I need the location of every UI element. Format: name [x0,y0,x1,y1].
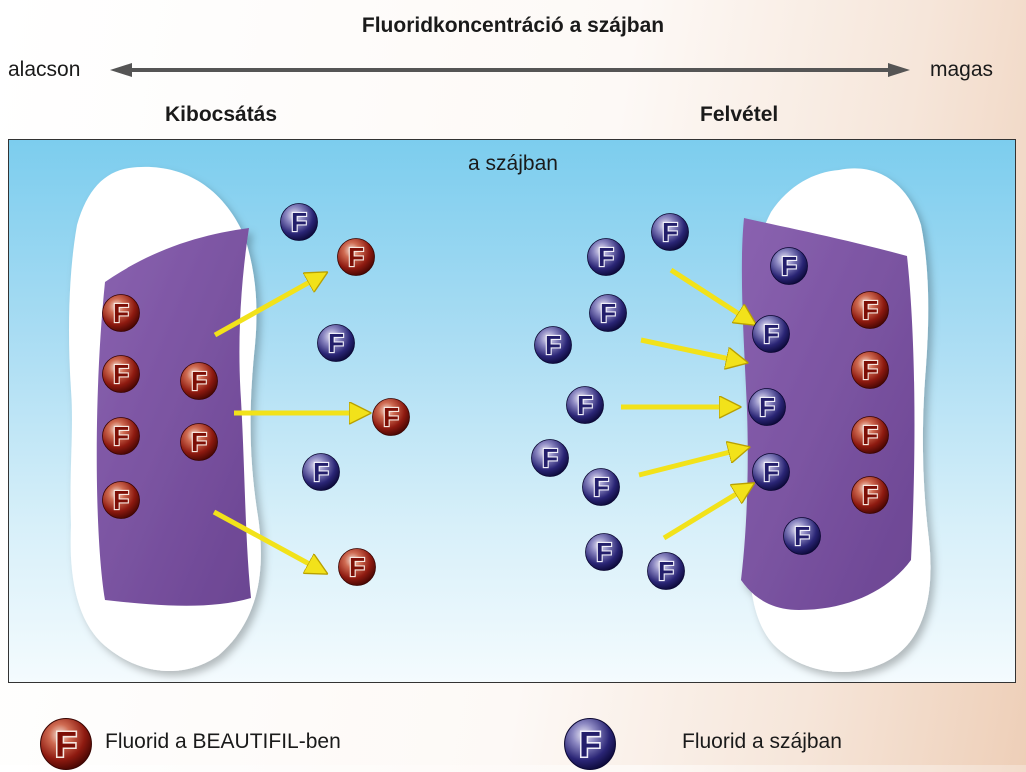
blue-fluoride-ion [590,295,627,332]
legend-blue-ion-icon: F [562,716,618,772]
uptake-arrow-1 [671,270,753,323]
svg-text:F: F [55,725,77,765]
uptake-arrows [621,270,753,538]
uptake-arrow-2 [641,340,744,362]
diagram-canvas: F F [9,140,1016,683]
red-fluoride-ion [852,417,889,454]
blue-fluoride-ion [535,327,572,364]
red-fluoride-ion [852,292,889,329]
scale-low-label: alacson [8,58,80,82]
blue-fluoride-ion [303,454,340,491]
diagram-title: Fluoridkoncentráció a szájban [0,14,1026,38]
blue-fluoride-ion [586,534,623,571]
red-fluoride-ion [852,477,889,514]
blue-fluoride-ion [318,325,355,362]
blue-fluoride-ion [583,469,620,506]
legend-red-label: Fluorid a BEAUTIFIL-ben [105,730,341,754]
uptake-arrow-4 [639,448,746,475]
red-fluoride-ion [181,424,218,461]
release-heading: Kibocsátás [165,103,277,127]
blue-fluoride-ion [753,454,790,491]
concentration-scale-arrow [110,62,910,78]
left-restoration [69,167,261,671]
blue-fluoride-ion [648,553,685,590]
blue-fluoride-ion [652,214,689,251]
left-filler-material [97,228,251,606]
red-fluoride-ion [181,363,218,400]
red-fluoride-ion [852,352,889,389]
blue-fluoride-ion [749,389,786,426]
red-fluoride-ion [339,549,376,586]
legend-blue-label: Fluorid a szájban [682,730,842,754]
red-fluoride-ion [103,356,140,393]
uptake-arrow-5 [664,485,751,538]
blue-fluoride-ion [771,248,808,285]
red-fluoride-ion [103,295,140,332]
uptake-heading: Felvétel [700,103,778,127]
blue-fluoride-ion [784,518,821,555]
panel-label: a szájban [9,152,1016,176]
red-fluoride-ion [373,399,410,436]
blue-fluoride-ion [588,239,625,276]
red-fluoride-ion [103,482,140,519]
blue-fluoride-ion [281,204,318,241]
blue-fluoride-ion [567,387,604,424]
blue-fluoride-ion [753,316,790,353]
scale-high-label: magas [930,58,993,82]
red-fluoride-ion [103,418,140,455]
red-fluoride-ion [338,239,375,276]
svg-text:F: F [579,725,601,765]
blue-fluoride-ion [532,440,569,477]
legend-red-ion-icon: F [38,716,94,772]
mouth-panel: F F [8,139,1016,683]
